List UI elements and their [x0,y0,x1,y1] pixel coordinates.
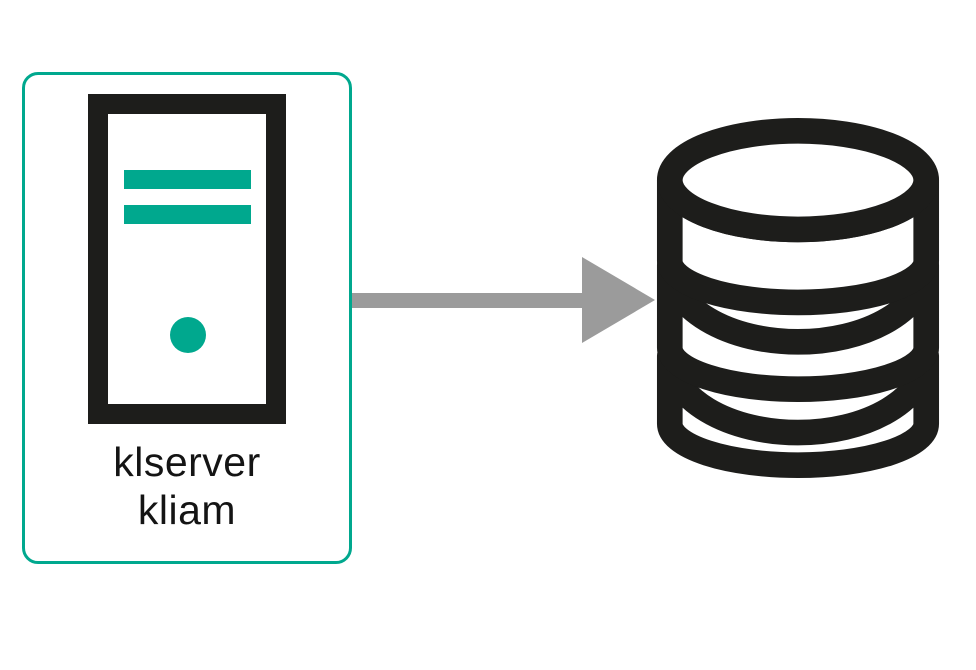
arrow-shaft [352,293,586,308]
arrow-head [582,257,655,343]
server-tower-outline [88,94,286,424]
server-label-line1: klserver [113,439,261,485]
server-label-line2: kliam [137,487,237,533]
server-slot-bar-2 [124,205,251,224]
arrow-right-icon [352,257,655,343]
server-node-labels: klserver kliam [113,438,261,534]
database-disk-top-rim [656,117,940,243]
server-power-dot [170,317,206,353]
server-node: klserver kliam [22,72,352,564]
database-icon [656,117,940,478]
server-tower-icon [88,94,286,424]
server-slot-bar-1 [124,170,251,189]
database-disk-middle [656,252,940,402]
database-disk-bottom [656,342,940,478]
